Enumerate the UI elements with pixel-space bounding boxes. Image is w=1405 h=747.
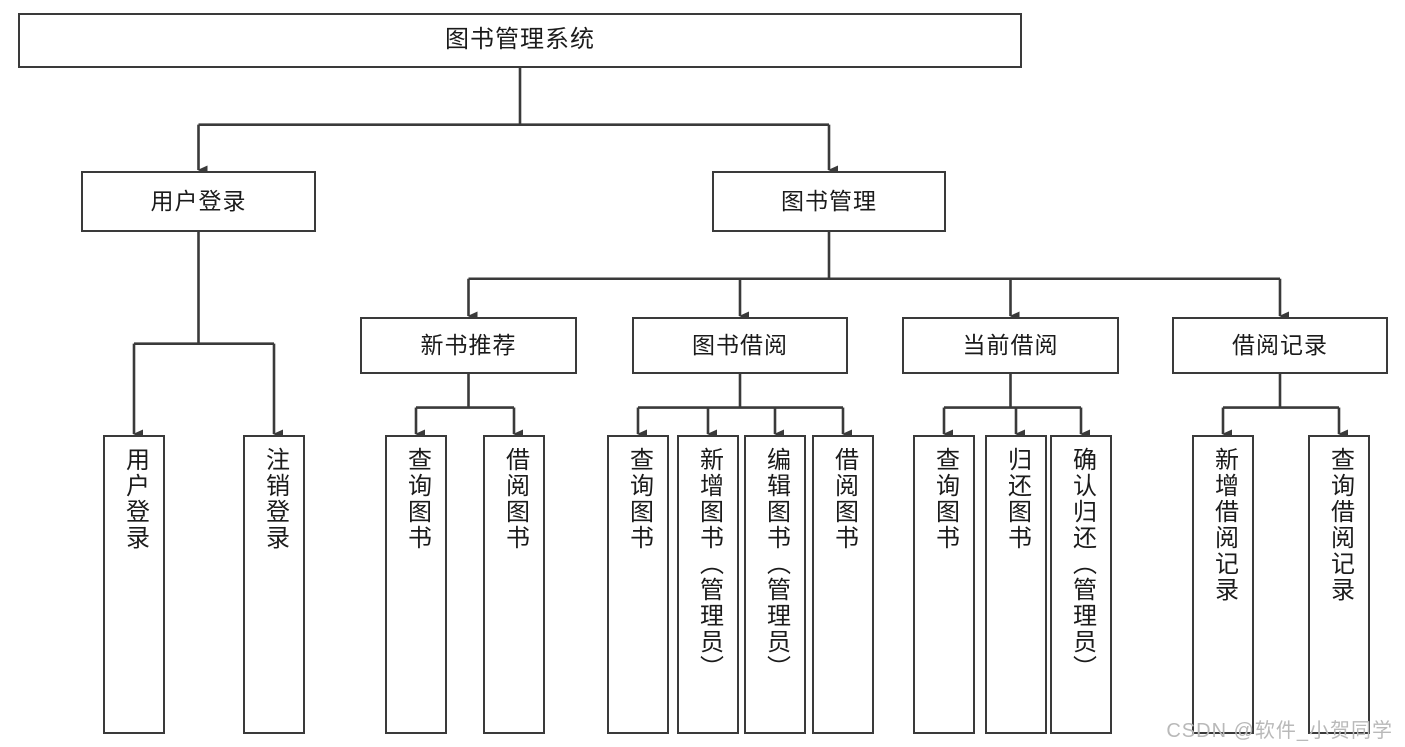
watermark: CSDN @软件_小贺同学 <box>1166 720 1393 742</box>
node-current-borrow[interactable]: 当前借阅 <box>902 317 1119 374</box>
node-leaf-query-record-label: 查询借阅记录 <box>1326 447 1354 603</box>
node-new-book-rec[interactable]: 新书推荐 <box>360 317 577 374</box>
node-user-login-label: 用户登录 <box>150 187 247 214</box>
node-leaf-borrow-book-1[interactable]: 借阅图书 <box>483 435 545 734</box>
node-leaf-edit-book-label: 编辑图书（管理员） <box>762 447 790 681</box>
node-leaf-user-logout[interactable]: 注销登录 <box>243 435 305 734</box>
node-book-borrow[interactable]: 图书借阅 <box>632 317 848 374</box>
node-leaf-add-book-label: 新增图书（管理员） <box>695 447 723 681</box>
node-leaf-borrow-book-2-label: 借阅图书 <box>830 447 858 551</box>
node-leaf-add-record-label: 新增借阅记录 <box>1210 447 1238 603</box>
node-leaf-query-book-1[interactable]: 查询图书 <box>385 435 447 734</box>
node-root[interactable]: 图书管理系统 <box>18 13 1022 68</box>
node-book-manage[interactable]: 图书管理 <box>712 171 946 232</box>
node-root-label: 图书管理系统 <box>445 26 595 54</box>
node-book-manage-label: 图书管理 <box>781 187 877 214</box>
node-leaf-edit-book[interactable]: 编辑图书（管理员） <box>744 435 806 734</box>
node-current-borrow-label: 当前借阅 <box>962 331 1059 358</box>
node-user-login[interactable]: 用户登录 <box>81 171 316 232</box>
node-leaf-query-book-2[interactable]: 查询图书 <box>607 435 669 734</box>
node-leaf-query-book-1-label: 查询图书 <box>403 447 431 551</box>
node-leaf-user-login[interactable]: 用户登录 <box>103 435 165 734</box>
node-leaf-user-login-label: 用户登录 <box>121 447 149 551</box>
node-leaf-borrow-book-2[interactable]: 借阅图书 <box>812 435 874 734</box>
node-leaf-confirm-return[interactable]: 确认归还（管理员） <box>1050 435 1112 734</box>
node-leaf-return-book-label: 归还图书 <box>1003 447 1031 551</box>
node-leaf-return-book[interactable]: 归还图书 <box>985 435 1047 734</box>
node-borrow-record[interactable]: 借阅记录 <box>1172 317 1388 374</box>
node-new-book-rec-label: 新书推荐 <box>420 331 517 358</box>
node-leaf-borrow-book-1-label: 借阅图书 <box>501 447 529 551</box>
node-leaf-confirm-return-label: 确认归还（管理员） <box>1068 447 1096 681</box>
node-leaf-query-book-3[interactable]: 查询图书 <box>913 435 975 734</box>
node-leaf-user-logout-label: 注销登录 <box>261 447 289 551</box>
node-borrow-record-label: 借阅记录 <box>1232 331 1328 358</box>
node-leaf-add-record[interactable]: 新增借阅记录 <box>1192 435 1254 734</box>
node-leaf-query-book-2-label: 查询图书 <box>625 447 653 551</box>
node-leaf-query-book-3-label: 查询图书 <box>931 447 959 551</box>
node-book-borrow-label: 图书借阅 <box>692 331 788 358</box>
node-leaf-add-book[interactable]: 新增图书（管理员） <box>677 435 739 734</box>
node-leaf-query-record[interactable]: 查询借阅记录 <box>1308 435 1370 734</box>
